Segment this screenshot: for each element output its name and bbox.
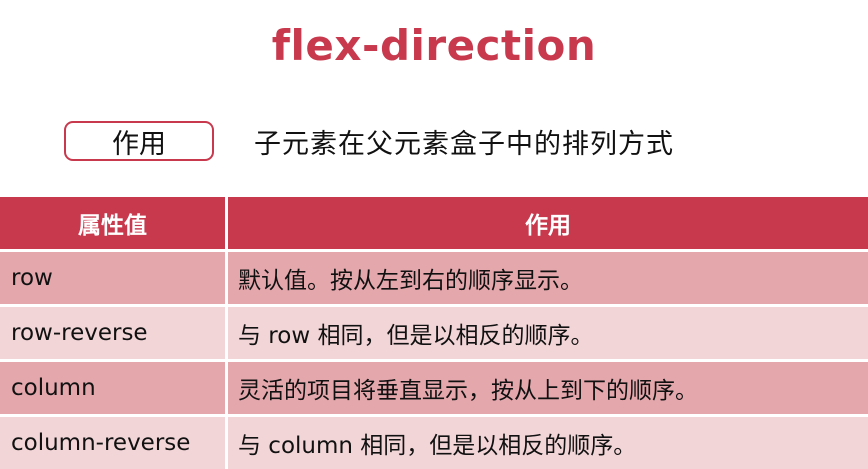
- cell-value: column: [0, 362, 225, 414]
- table-row: column-reverse 与 column 相同，但是以相反的顺序。: [0, 417, 868, 469]
- cell-effect: 与 row 相同，但是以相反的顺序。: [228, 307, 868, 359]
- table-row: column 灵活的项目将垂直显示，按从上到下的顺序。: [0, 362, 868, 414]
- table-header-row: 属性值 作用: [0, 197, 868, 249]
- cell-effect: 与 column 相同，但是以相反的顺序。: [228, 417, 868, 469]
- table-row: row 默认值。按从左到右的顺序显示。: [0, 252, 868, 304]
- purpose-description: 子元素在父元素盒子中的排列方式: [254, 128, 674, 160]
- cell-value: column-reverse: [0, 417, 225, 469]
- cell-effect: 灵活的项目将垂直显示，按从上到下的顺序。: [228, 362, 868, 414]
- slide-title: flex-direction: [271, 21, 597, 70]
- property-table: 属性值 作用 row 默认值。按从左到右的顺序显示。 row-reverse 与…: [0, 197, 868, 469]
- header-cell-value: 属性值: [0, 197, 225, 249]
- purpose-label-badge: 作用: [64, 121, 214, 161]
- table-row: row-reverse 与 row 相同，但是以相反的顺序。: [0, 307, 868, 359]
- header-cell-effect: 作用: [228, 197, 868, 249]
- cell-value: row: [0, 252, 225, 304]
- cell-value: row-reverse: [0, 307, 225, 359]
- cell-effect: 默认值。按从左到右的顺序显示。: [228, 252, 868, 304]
- purpose-section: 作用 子元素在父元素盒子中的排列方式: [64, 119, 674, 163]
